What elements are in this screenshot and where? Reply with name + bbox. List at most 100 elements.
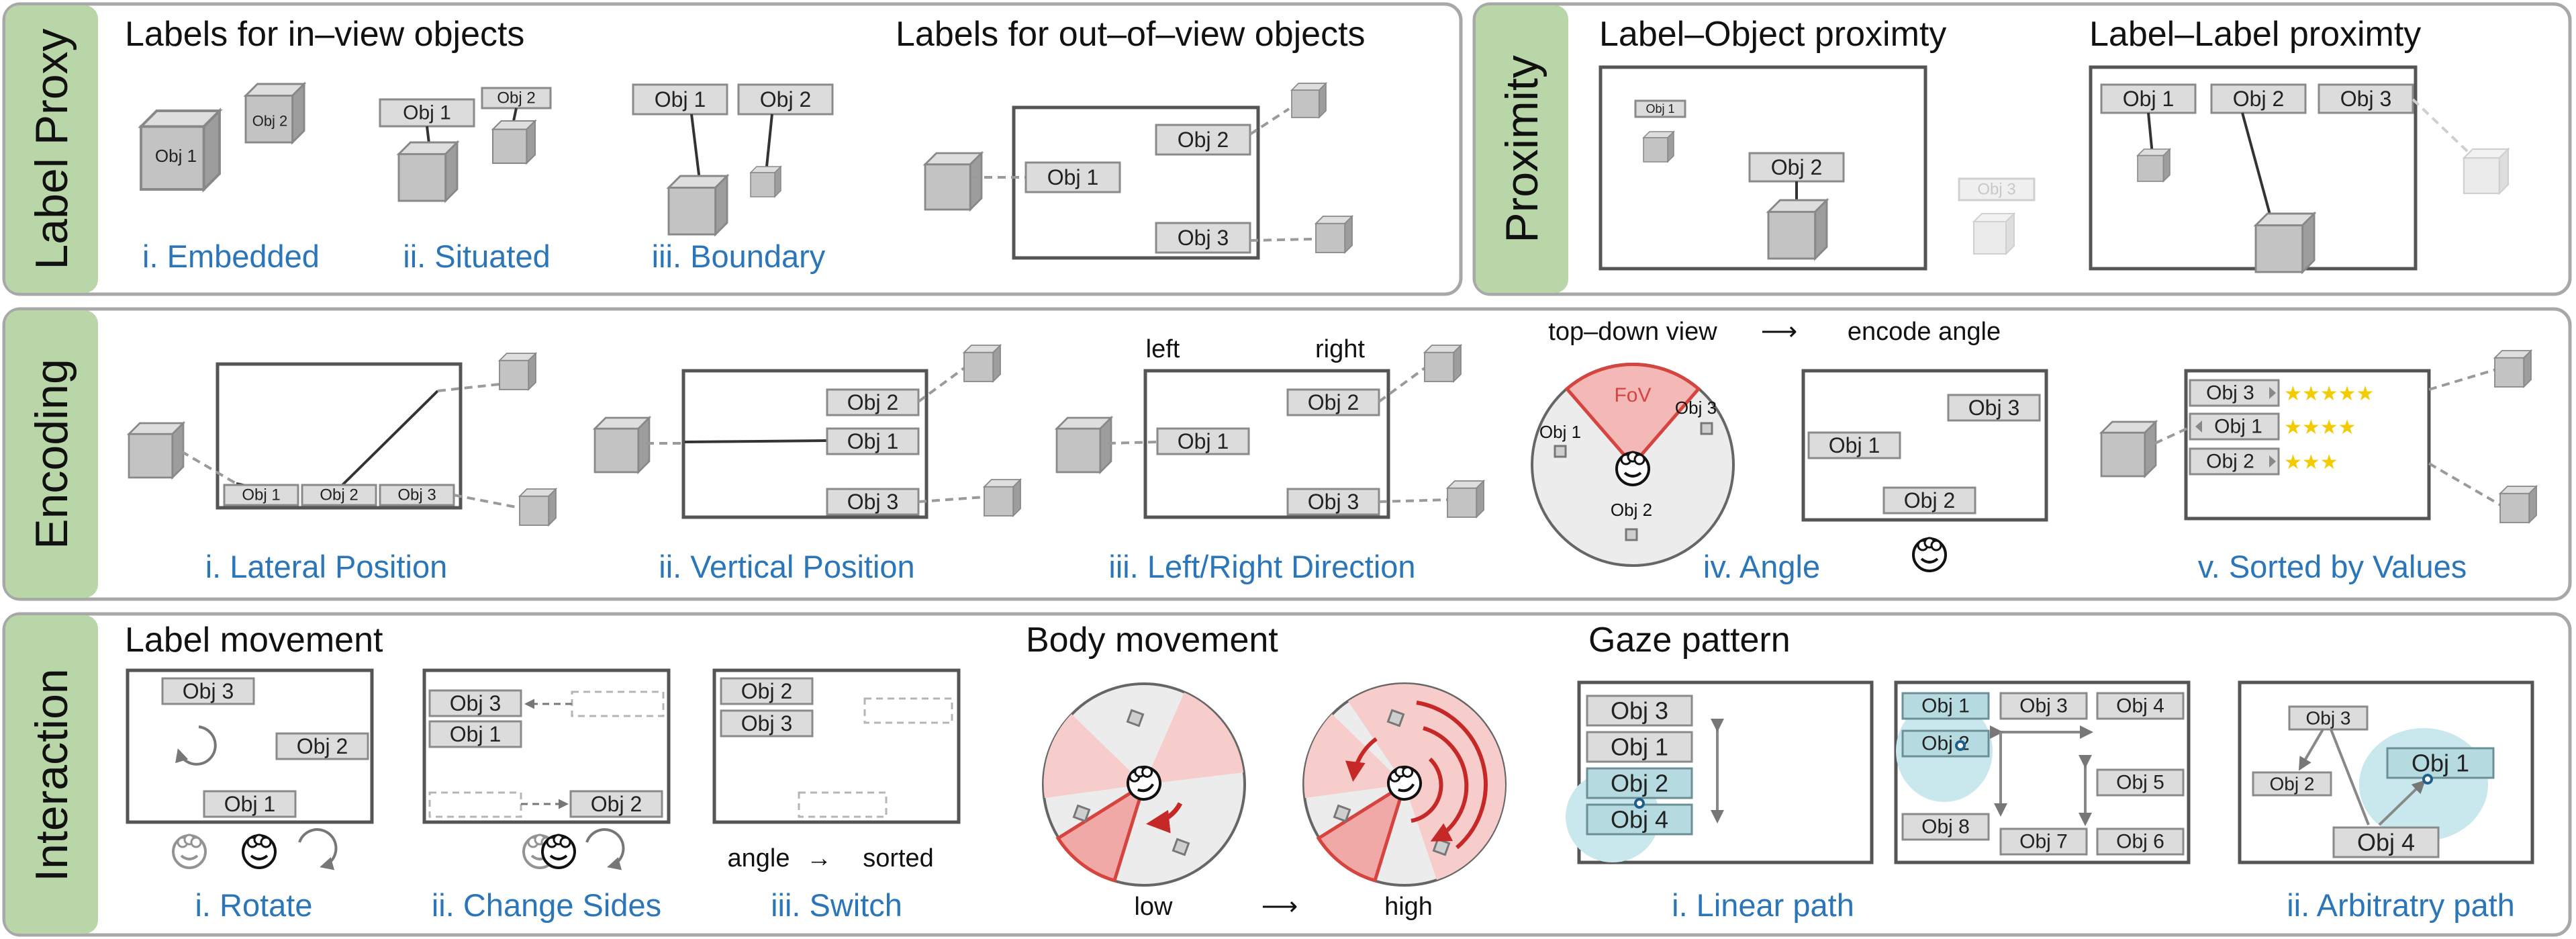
label-box <box>275 732 369 760</box>
label-box <box>2189 412 2280 441</box>
out-of-view-example: Obj 1 Obj 2 Obj 3 <box>924 83 1353 260</box>
label-text: Obj 4 <box>1611 806 1668 834</box>
caption-situated: ii. Situated <box>403 238 550 274</box>
label-text: Obj 2 <box>1611 770 1668 797</box>
label-box <box>720 709 814 737</box>
angle-arrow: ⟶ <box>1761 318 1797 346</box>
caption-change-sides: ii. Change Sides <box>432 887 661 923</box>
label-text: Obj 2 <box>297 734 348 758</box>
label-text: Obj 3 <box>183 679 234 703</box>
label-box <box>1947 394 2041 422</box>
object-cube-icon <box>2254 212 2316 273</box>
object-cube-icon <box>1315 216 1353 253</box>
label-box <box>1156 427 1250 455</box>
caption-vertical: ii. Vertical Position <box>659 549 914 584</box>
object-cube-icon <box>1767 199 1828 260</box>
label-box <box>720 677 814 705</box>
object-cube-icon <box>667 175 728 236</box>
object-cube-icon <box>2494 350 2532 388</box>
object-cube-icon <box>2100 420 2157 478</box>
object-cube-icon <box>750 166 781 197</box>
angle-example: top–down view ⟶ encode angle FoV Obj 1 O… <box>1531 318 2048 572</box>
label-box <box>826 427 920 455</box>
high-label: high <box>1384 893 1433 921</box>
gaze-pattern-heading: Gaze pattern <box>1588 621 1791 660</box>
label-text: Obj 2 <box>847 390 898 414</box>
proximity-panel: Proximity Label–Object proximty Label–La… <box>1472 2 2572 296</box>
stars-obj1: ★★★★ <box>2284 416 2356 439</box>
label-box <box>1807 431 1901 459</box>
label-text: Obj 1 <box>155 146 197 166</box>
arbitrary-path-example: Obj 3 Obj 2 Obj 1 Obj 4 <box>2238 680 2534 864</box>
boundary-example: Obj 1 Obj 2 <box>632 83 834 236</box>
interaction-panel: Interaction Label movement Body movement… <box>2 612 2572 937</box>
label-box <box>1586 767 1693 799</box>
object-cube-icon <box>984 479 1021 517</box>
object-cube-icon <box>924 152 983 211</box>
label-text: Obj 4 <box>2357 829 2415 856</box>
label-box <box>1901 813 1990 841</box>
label-box <box>223 484 299 506</box>
label-box <box>2210 83 2307 114</box>
label-text: Obj 3 <box>2340 87 2391 111</box>
label-box <box>1586 695 1693 727</box>
label-box <box>569 790 663 818</box>
label-box <box>632 83 728 116</box>
caption-arbitrary-path: ii. Arbitratry path <box>2287 887 2515 923</box>
label-text: Obj 1 <box>242 486 280 504</box>
switch-arrow: → <box>806 844 832 873</box>
label-movement-heading: Label movement <box>125 621 383 660</box>
top-down-view-label: top–down view <box>1548 318 1717 346</box>
gaze-grid-example: Obj 1 Obj 3 Obj 4 Obj 2 Obj 5 Obj 8 Obj … <box>1894 680 2191 864</box>
label-text: Obj 1 <box>1645 102 1674 116</box>
user-icon <box>1912 537 1947 572</box>
object-cube-icon <box>2499 486 2537 523</box>
label-box <box>1586 731 1693 763</box>
label-box <box>2189 447 2280 476</box>
label-box <box>203 790 297 818</box>
label-text: Obj 1 <box>1047 165 1098 189</box>
object-cube-icon <box>397 141 459 202</box>
left-right-example: left right Obj 1 Obj 2 Obj 3 <box>1055 335 1484 519</box>
label-text: Obj 2 <box>320 486 358 504</box>
label-text: Obj 2 <box>2206 451 2254 473</box>
label-box <box>2318 83 2414 114</box>
label-box <box>161 677 255 705</box>
user-icon <box>1615 451 1650 486</box>
label-text: Obj 2 <box>1904 488 1955 512</box>
left-label: left <box>1146 335 1180 363</box>
label-text: Obj 1 <box>450 722 501 746</box>
label-box <box>428 689 522 717</box>
label-text: Obj 2 <box>1611 500 1652 520</box>
label-box <box>1155 222 1251 254</box>
label-text: Obj 6 <box>2116 831 2164 853</box>
caption-boundary: iii. Boundary <box>652 238 826 274</box>
switch-sorted-label: sorted <box>863 844 934 873</box>
label-text: Obj 1 <box>224 792 275 816</box>
caption-sorted: v. Sorted by Values <box>2198 549 2467 584</box>
label-proxy-tab: Label Proxy <box>26 28 77 269</box>
user-icon <box>541 834 576 869</box>
switch-example: Obj 2 Obj 3 angle → sorted <box>712 668 961 873</box>
label-text: Obj 2 <box>591 792 642 816</box>
label-text: Obj 2 <box>1178 128 1229 152</box>
label-text: Obj 8 <box>1921 816 1970 838</box>
label-text: Obj 1 <box>1921 695 1970 717</box>
caption-embedded: i. Embedded <box>142 238 320 274</box>
user-icon <box>172 834 207 869</box>
label-text: Obj 3 <box>1968 396 2019 420</box>
switch-angle-label: angle <box>728 844 790 873</box>
caption-left-right: iii. Left/Right Direction <box>1108 549 1415 584</box>
object-cube-icon <box>1643 131 1674 163</box>
label-text: Obj 1 <box>1611 733 1668 761</box>
label-box <box>2252 771 2332 797</box>
label-box <box>2332 826 2440 858</box>
object-cube-icon <box>2463 148 2510 195</box>
label-text: Obj 1 <box>1539 422 1581 442</box>
label-box <box>1882 486 1976 515</box>
label-box <box>1286 388 1380 416</box>
label-text: Obj 1 <box>1178 429 1229 453</box>
label-text: Obj 3 <box>847 490 898 514</box>
label-box <box>2288 705 2369 731</box>
